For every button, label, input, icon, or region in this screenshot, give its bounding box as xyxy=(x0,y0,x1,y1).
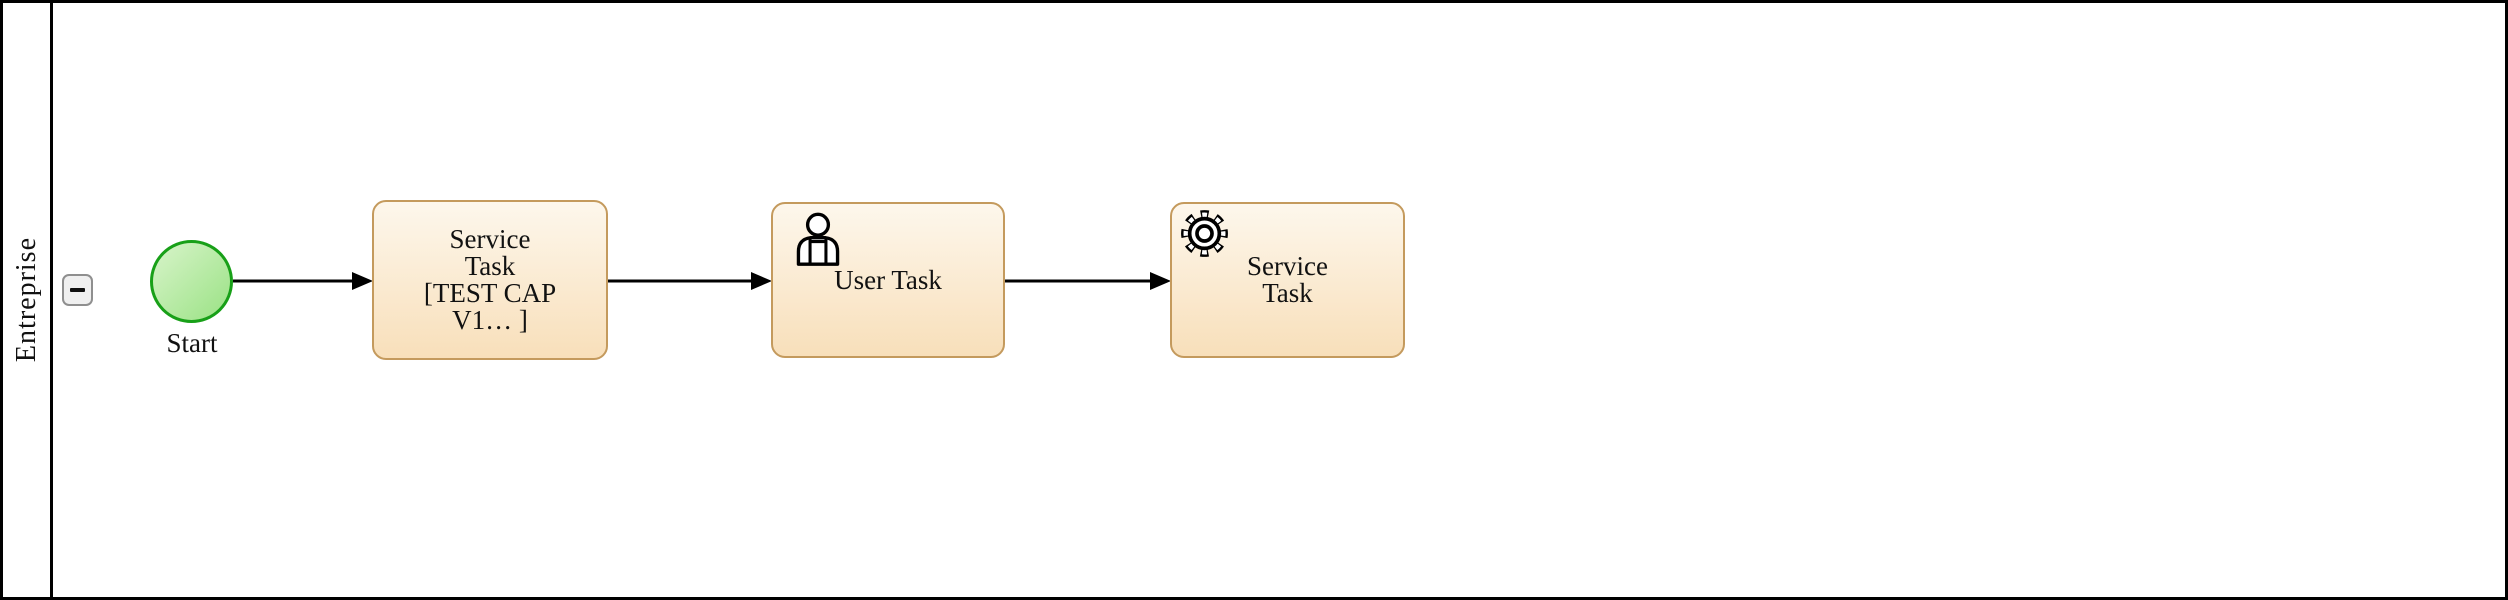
task-user[interactable]: User Task xyxy=(771,202,1005,358)
task-label-line: [TEST CAP xyxy=(423,278,557,308)
arrowhead-icon xyxy=(1150,272,1171,290)
minus-icon xyxy=(70,287,85,293)
flow-line xyxy=(1005,279,1156,283)
start-event[interactable] xyxy=(150,240,233,323)
task-service-2[interactable]: Service Task xyxy=(1170,202,1405,358)
task-service-1[interactable]: Service Task [TEST CAP V1… ] xyxy=(372,200,608,360)
user-icon xyxy=(796,212,840,266)
lane-label: Entreprise xyxy=(10,237,42,363)
task-label: Service Task xyxy=(1247,253,1328,307)
flow-line xyxy=(608,279,757,283)
task-label: Service Task [TEST CAP V1… ] xyxy=(424,226,556,334)
flow-line xyxy=(233,279,358,283)
lane-divider xyxy=(50,3,53,597)
task-label-line: User Task xyxy=(834,264,942,295)
start-event-label: Start xyxy=(166,328,218,358)
task-label-line: Task xyxy=(1262,278,1313,308)
task-label-line: Service xyxy=(1247,251,1328,281)
arrowhead-icon xyxy=(751,272,772,290)
task-label: User Task xyxy=(834,264,942,295)
gear-icon xyxy=(1181,210,1228,257)
collapse-button[interactable] xyxy=(62,274,93,306)
task-label-line: Task xyxy=(464,251,516,281)
sequence-flow-1[interactable] xyxy=(233,272,373,290)
sequence-flow-2[interactable] xyxy=(608,272,772,290)
arrowhead-icon xyxy=(352,272,373,290)
lane-header[interactable]: Entreprise xyxy=(3,3,50,597)
task-label-line: V1… ] xyxy=(452,305,528,335)
sequence-flow-3[interactable] xyxy=(1005,272,1171,290)
task-label-line: Service xyxy=(449,224,531,254)
